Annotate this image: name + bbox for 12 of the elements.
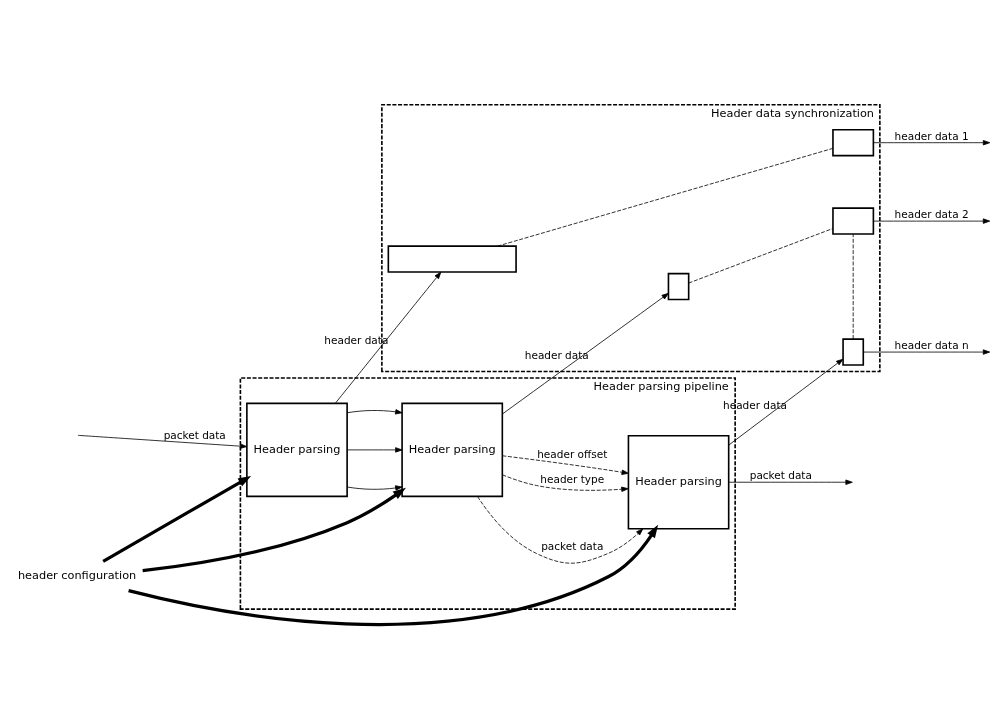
edge-label: header data	[723, 398, 788, 411]
edge-label: packet data	[749, 468, 812, 481]
edge-label: header data 1	[894, 129, 969, 142]
edge-label: packet data	[541, 539, 604, 552]
node-text: header configuration	[17, 568, 137, 582]
edge-label: packet data	[163, 428, 226, 441]
edge-label: header offset	[537, 447, 608, 460]
edge-label: header data	[524, 348, 589, 361]
edge-label: header data	[324, 333, 389, 346]
edge-label: header type	[540, 472, 605, 485]
edge-label: header data n	[894, 338, 969, 351]
edge-label: header data 2	[894, 207, 969, 220]
